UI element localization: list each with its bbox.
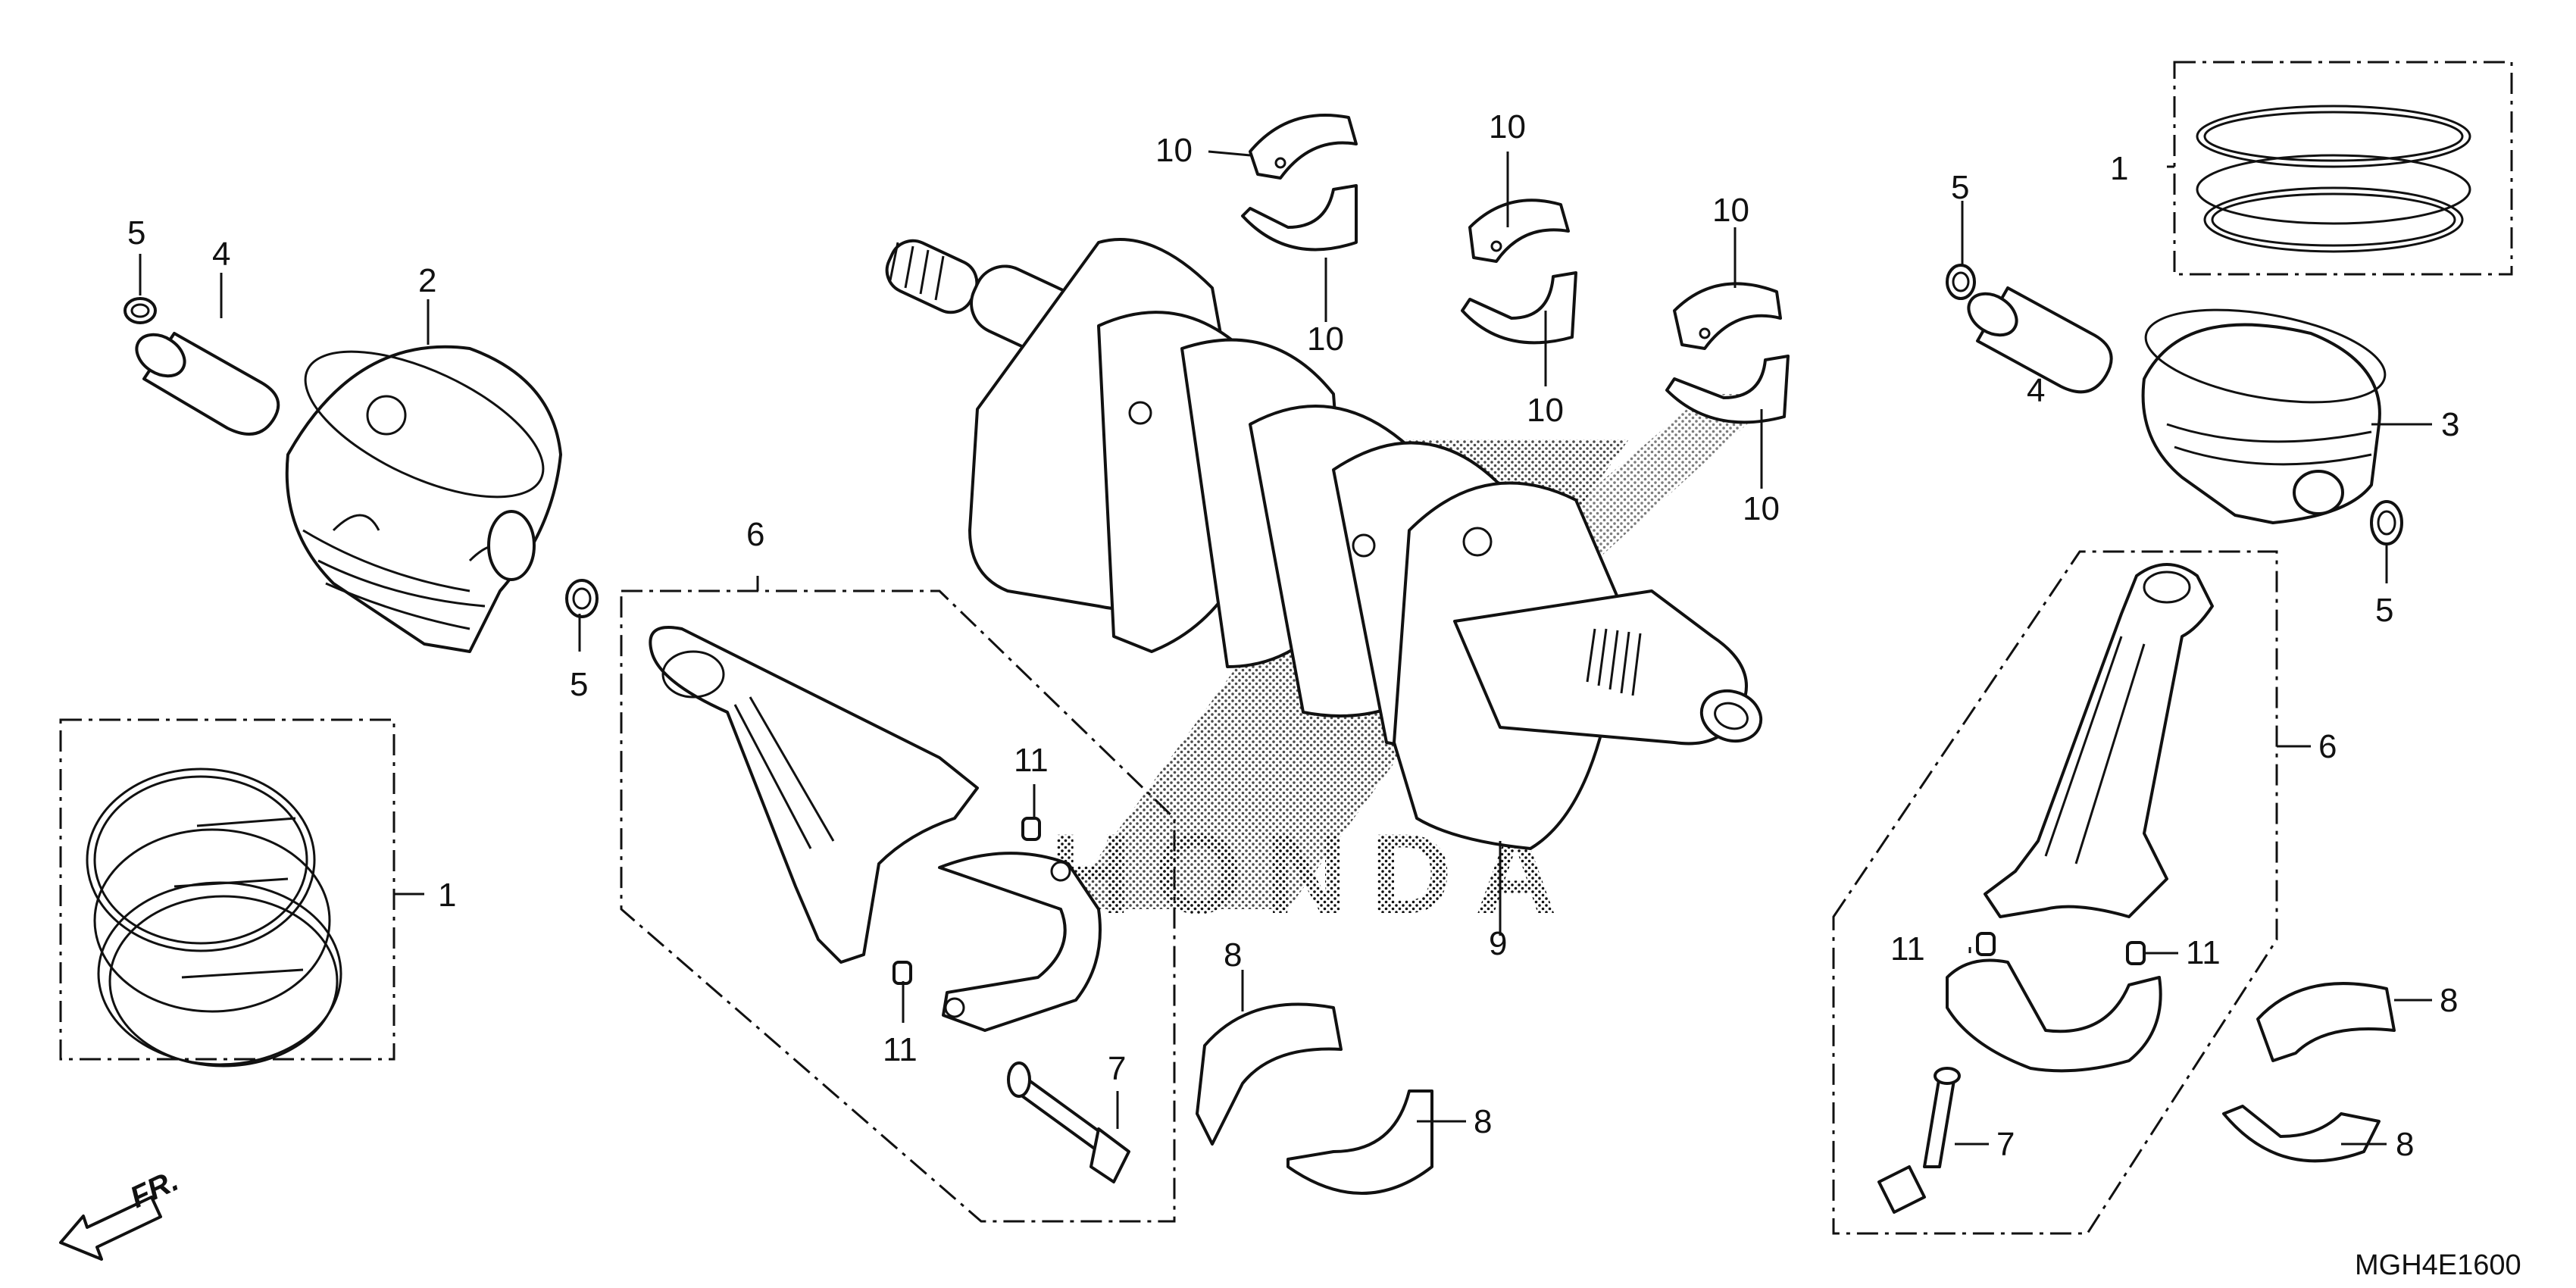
callout-3: 3 (2441, 406, 2459, 443)
rod-set-box-left (620, 589, 1176, 1223)
connecting-rod-set-right[interactable] (1832, 550, 2278, 1235)
callout-2: 2 (418, 262, 436, 299)
callout-10-a: 10 (1155, 132, 1193, 169)
front-direction-arrow: FR. (59, 1164, 183, 1261)
callout-10-d: 10 (1527, 392, 1564, 429)
main-bearing-upper-b[interactable] (1468, 199, 1570, 263)
callout-6-right: 6 (2318, 728, 2337, 765)
rod-bolt-left[interactable] (1007, 1061, 1130, 1183)
rod-bearing-upper-mid[interactable] (1196, 1002, 1343, 1146)
connecting-rod-set-left[interactable] (620, 589, 1176, 1223)
rod-bearing-lower-mid[interactable] (1286, 1089, 1433, 1195)
callout-11-d: 11 (2186, 934, 2221, 971)
arrow-icon (59, 1196, 162, 1261)
rod-set-box-right (1832, 550, 2278, 1235)
callout-6-left: 6 (746, 516, 764, 553)
callout-8-a: 8 (1224, 936, 1242, 974)
callout-8-b: 8 (1474, 1103, 1492, 1140)
callout-10-e: 10 (1712, 192, 1749, 229)
main-bearing-lower-a[interactable] (1241, 184, 1358, 252)
dowel-pin-left-a[interactable] (1021, 817, 1041, 841)
crankshaft[interactable] (880, 233, 1768, 850)
piston-pin-clip-right-bottom[interactable] (2370, 500, 2403, 546)
callout-5-right-bottom: 5 (2375, 592, 2393, 629)
main-bearing-upper-c[interactable] (1673, 282, 1782, 350)
piston-pin-clip-left-top[interactable] (123, 297, 157, 324)
callout-10-b: 10 (1307, 320, 1344, 358)
callout-8-d: 8 (2396, 1126, 2414, 1163)
callout-7-left: 7 (1108, 1050, 1126, 1087)
dowel-pin-left-b[interactable] (893, 961, 912, 985)
callout-1-right: 1 (2110, 150, 2128, 187)
callout-9: 9 (1489, 925, 1507, 962)
dowel-pin-right-b[interactable] (2126, 941, 2146, 965)
callout-7-right: 7 (1996, 1126, 2015, 1163)
callout-5-right-top: 5 (1951, 169, 1969, 206)
callout-10-c: 10 (1489, 108, 1526, 145)
callout-labels: 5 4 2 5 1 6 10 10 10 10 10 10 11 11 7 8 … (127, 108, 2459, 1163)
rod-bearing-lower-right[interactable] (2222, 1105, 2381, 1163)
rod-bolt-right[interactable] (1877, 1067, 1961, 1214)
callout-11-b: 11 (883, 1031, 918, 1068)
piston-left[interactable] (285, 322, 563, 653)
callout-4-left: 4 (212, 236, 230, 273)
main-bearing-lower-b[interactable] (1461, 271, 1577, 345)
piston-pin-left[interactable] (129, 327, 280, 436)
rod-bearing-upper-right[interactable] (2256, 982, 2396, 1062)
piston-pin-right[interactable] (1961, 286, 2113, 394)
piston-ring-set-left[interactable] (59, 718, 395, 1068)
callout-4-right: 4 (2027, 372, 2045, 409)
ring-set-box-left (59, 718, 395, 1061)
leader-lines (139, 150, 2432, 1146)
piston-ring-set-right[interactable] (2173, 61, 2513, 276)
callout-8-c: 8 (2440, 982, 2458, 1019)
piston-pin-clip-right-top[interactable] (1946, 264, 1976, 300)
diagram-code: MGH4E1600 (2355, 1249, 2521, 1281)
callout-1-left: 1 (438, 877, 456, 914)
dowel-pin-right-a[interactable] (1976, 932, 1996, 956)
ring-set-box-right (2173, 61, 2513, 276)
callout-5-left-top: 5 (127, 214, 145, 252)
main-bearing-upper-a[interactable] (1249, 114, 1358, 180)
callout-5-left-bottom: 5 (570, 666, 588, 703)
callout-11-c: 11 (1890, 930, 1925, 968)
callout-10-f: 10 (1743, 490, 1780, 527)
piston-right[interactable] (2139, 294, 2392, 524)
main-bearing-lower-c[interactable] (1665, 355, 1790, 424)
piston-pin-clip-left-bottom[interactable] (565, 579, 599, 618)
callout-11-a: 11 (1014, 742, 1049, 779)
